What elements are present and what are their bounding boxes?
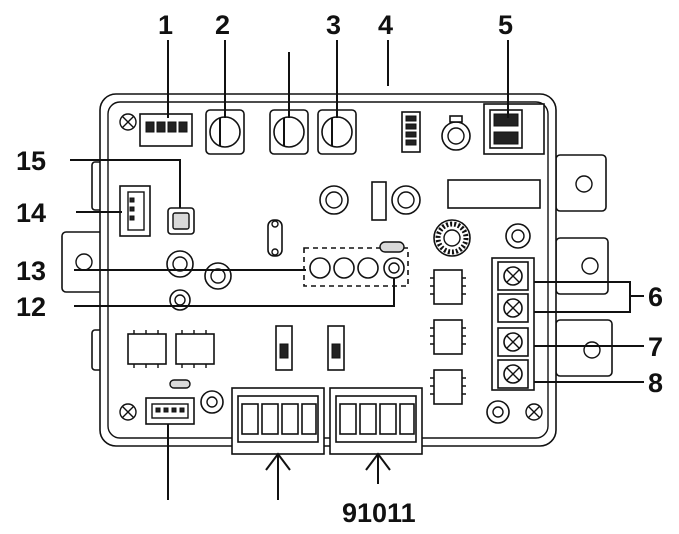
bottom-right-capacitor [486, 400, 510, 424]
led-group [303, 241, 409, 287]
dip-switch-block [139, 113, 193, 147]
slide-switches [275, 325, 345, 371]
push-button [167, 207, 195, 235]
right-mounting-tabs [555, 154, 613, 377]
callout-6: 6 [648, 282, 663, 312]
fuse-holder [267, 219, 283, 257]
callout-12: 12 [16, 292, 46, 322]
toroid-coil [433, 219, 471, 257]
leader-lines [70, 40, 644, 500]
top-pin-header [401, 111, 421, 153]
display-window [447, 179, 541, 209]
callout-4: 4 [378, 10, 393, 40]
side-connector-14 [119, 185, 151, 237]
callout-1: 1 [158, 10, 173, 40]
bottom-left-connector [145, 379, 224, 425]
rotary-switch-3 [269, 109, 309, 155]
callout-3: 3 [326, 10, 341, 40]
top-right-relay [483, 103, 545, 155]
callout-8: 8 [648, 368, 663, 398]
callout-2: 2 [215, 10, 230, 40]
center-capacitors [319, 181, 421, 221]
right-capacitor [505, 223, 531, 249]
rotary-switch-4 [317, 109, 357, 155]
callout-5: 5 [498, 10, 513, 40]
bottom-connector-left [231, 387, 325, 455]
terminal-block [491, 257, 535, 391]
callout-14: 14 [16, 198, 46, 228]
callout-13: 13 [16, 256, 46, 286]
corner-screws [119, 113, 543, 421]
callout-91011: 91011 [342, 498, 416, 528]
top-capacitor [441, 115, 471, 151]
callout-7: 7 [648, 332, 663, 362]
callout-15: 15 [16, 146, 46, 176]
rotary-switch-2 [205, 109, 245, 155]
integrated-circuits [430, 269, 466, 405]
lower-left-relays [127, 330, 215, 368]
bottom-connector-right [329, 387, 423, 455]
